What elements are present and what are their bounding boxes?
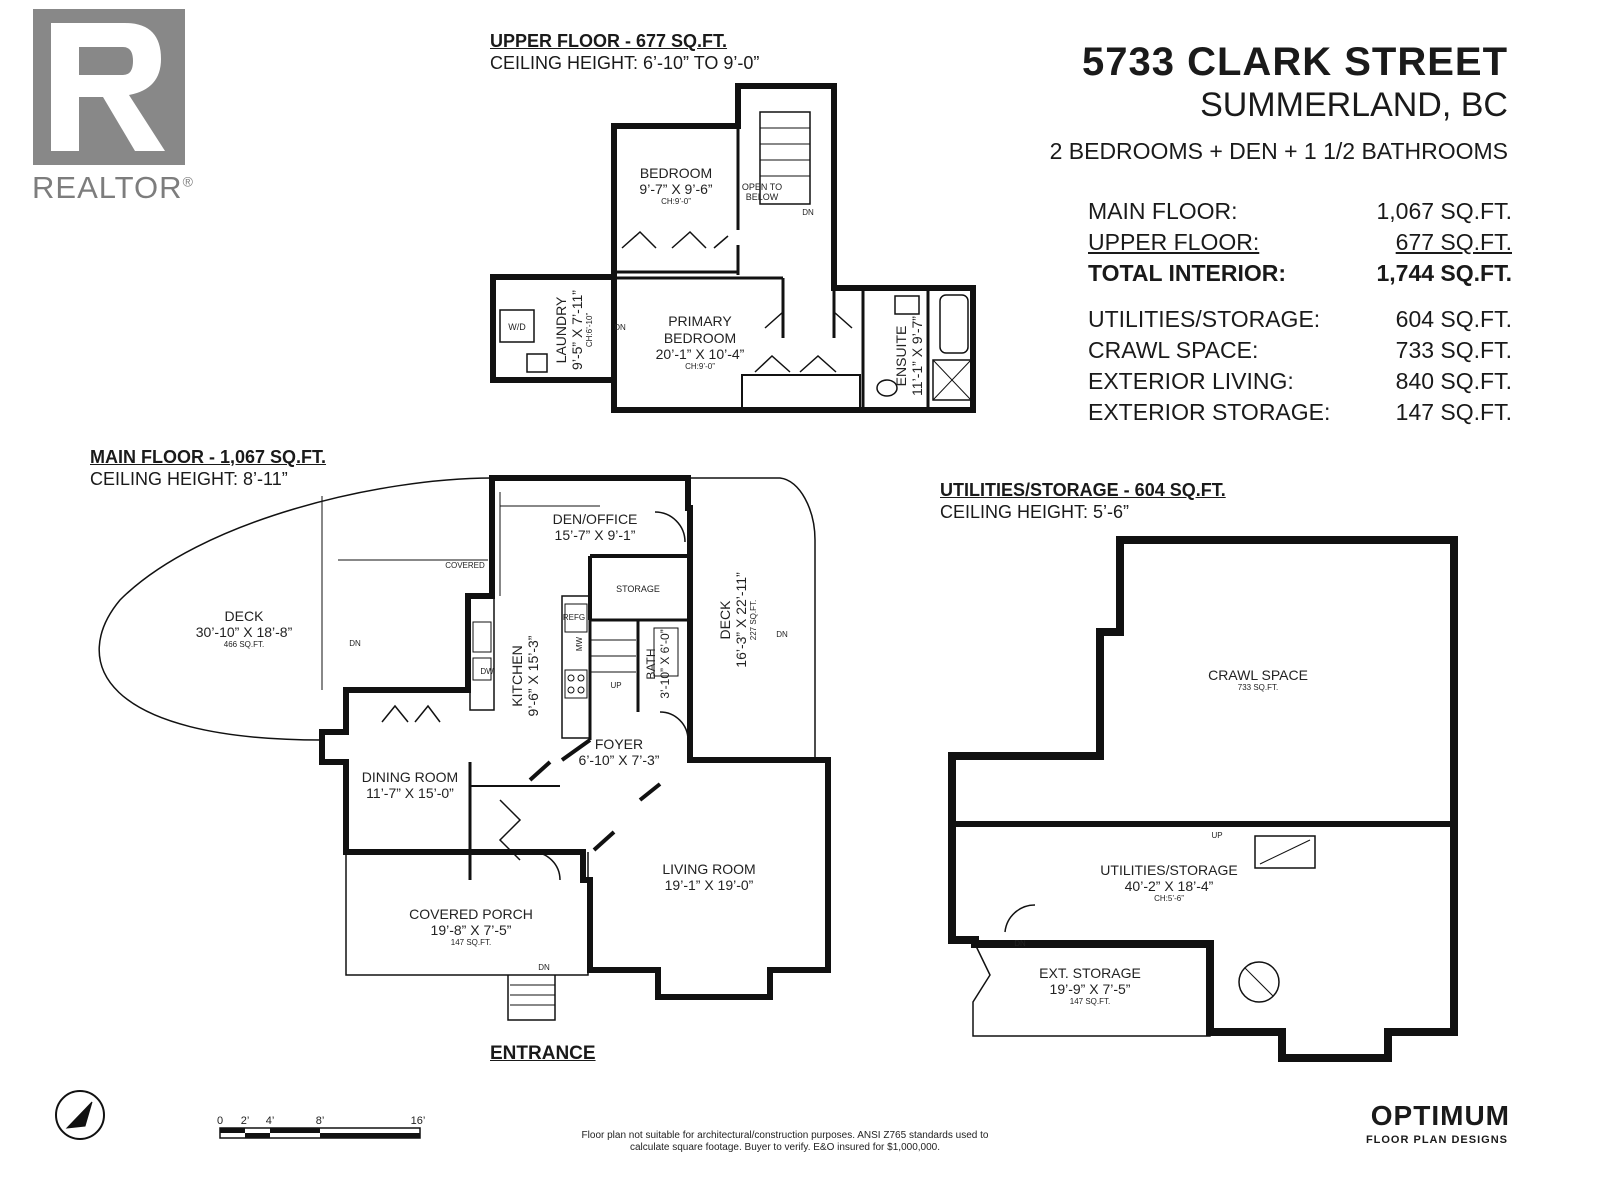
area-row-ext-storage: EXTERIOR STORAGE:147 SQ.FT. (1088, 399, 1512, 425)
label-crawl-up: UP (1211, 831, 1222, 840)
label-bedroom-ch: CH:9’-0” (661, 197, 691, 206)
label-deck-left: DECK (225, 608, 265, 624)
label-deck-left-area: 466 SQ.FT. (224, 640, 264, 649)
label-deck-left-dn: DN (349, 639, 361, 648)
label-living: LIVING ROOM (662, 861, 755, 877)
north-arrow-icon (55, 1090, 105, 1140)
label-utilities: UTILITIES/STORAGE (1100, 862, 1237, 878)
label-bedroom-dims: 9’-7” X 9’-6” (639, 181, 712, 197)
label-stair-up: UP (610, 681, 621, 690)
label-porch-area: 147 SQ.FT. (451, 938, 491, 947)
label-den: DEN/OFFICE (553, 511, 638, 527)
label-laundry-ch: CH:6’-10” (585, 313, 594, 348)
label-below: BELOW (746, 192, 779, 202)
property-address: 5733 CLARK STREET (1082, 40, 1508, 84)
scale-tick-0: 0 (217, 1115, 223, 1127)
label-ext-storage-dims: 19’-9” X 7’-5” (1050, 981, 1131, 997)
scale-bar (219, 1127, 421, 1139)
label-wd: W/D (508, 322, 526, 332)
label-ext-storage: EXT. STORAGE (1039, 965, 1141, 981)
area-row-upper: UPPER FLOOR:677 SQ.FT. (1088, 229, 1512, 255)
label-kitchen-dims: 9’-6” X 15’-3” (525, 635, 541, 716)
label-dining: DINING ROOM (362, 769, 458, 785)
label-deck-right: DECK (717, 600, 733, 640)
label-deck-right-area: 227 SQ.FT. (749, 600, 758, 640)
label-deck-right-dn: DN (776, 630, 788, 639)
area-row-utilities: UTILITIES/STORAGE:604 SQ.FT. (1088, 306, 1512, 332)
label-open-to: OPEN TO (742, 182, 782, 192)
scale-tick-16: 16’ (411, 1115, 426, 1127)
realtor-wordmark: REALTOR® (32, 170, 194, 205)
label-covered: COVERED (445, 561, 485, 570)
label-utilities-dims: 40’-2” X 18’-4” (1125, 878, 1214, 894)
upper-floor-heading: UPPER FLOOR - 677 SQ.FT. CEILING HEIGHT:… (490, 31, 760, 73)
label-utilities-ch: CH:5’-6” (1154, 894, 1184, 903)
scale-tick-2: 2’ (241, 1115, 250, 1127)
scale-tick-8: 8’ (316, 1115, 325, 1127)
utilities-floor-heading: UTILITIES/STORAGE - 604 SQ.FT. CEILING H… (940, 480, 1226, 522)
utilities-plan (948, 536, 1458, 1062)
label-bedroom: BEDROOM (640, 165, 712, 181)
entrance-label: ENTRANCE (490, 1043, 596, 1064)
label-bath-dims: 3’-10” X 6’-0” (658, 629, 672, 698)
label-primary-dims: 20’-1” X 10’-4” (656, 346, 745, 362)
label-primary-line1: PRIMARY (668, 313, 732, 329)
label-ensuite: ENSUITE (893, 326, 909, 387)
main-floor-heading: MAIN FLOOR - 1,067 SQ.FT. CEILING HEIGHT… (90, 447, 327, 489)
label-porch-dn: DN (538, 963, 550, 972)
label-primary-line2: BEDROOM (664, 330, 736, 346)
label-storage: STORAGE (616, 584, 660, 594)
label-ensuite-dims: 11’-1” X 9’-7” (909, 316, 925, 396)
area-row-total: TOTAL INTERIOR:1,744 SQ.FT. (1088, 260, 1512, 286)
label-porch: COVERED PORCH (409, 906, 533, 922)
area-row-crawl: CRAWL SPACE:733 SQ.FT. (1088, 337, 1512, 363)
label-foyer-dims: 6’-10” X 7’-3” (579, 752, 660, 768)
label-crawl-area: 733 SQ.FT. (1238, 683, 1278, 692)
label-living-dims: 19’-1” X 19’-0” (665, 877, 754, 893)
label-crawl: CRAWL SPACE (1208, 667, 1308, 683)
area-summary: MAIN FLOOR:1,067 SQ.FT. UPPER FLOOR:677 … (1088, 196, 1512, 428)
label-porch-dims: 19’-8” X 7’-5” (431, 922, 512, 938)
label-deck-right-dims: 16’-3” X 22’-11” (733, 572, 749, 668)
label-dw: DW (480, 667, 494, 676)
label-bath: BATH (644, 648, 658, 679)
area-row-main: MAIN FLOOR:1,067 SQ.FT. (1088, 198, 1512, 224)
label-dining-dims: 11’-7” X 15’-0” (366, 785, 454, 801)
label-deck-left-dims: 30’-10” X 18’-8” (196, 624, 293, 640)
scale-tick-4: 4’ (266, 1115, 275, 1127)
label-den-dims: 15’-7” X 9’-1” (555, 527, 636, 543)
property-city: SUMMERLAND, BC (1200, 86, 1508, 124)
label-foyer: FOYER (595, 736, 643, 752)
label-kitchen: KITCHEN (509, 645, 525, 706)
label-laundry: LAUNDRY (553, 296, 569, 363)
label-primary-ch: CH:9’-0” (685, 362, 715, 371)
realtor-r-icon (51, 23, 165, 151)
property-rooms-summary: 2 BEDROOMS + DEN + 1 1/2 BATHROOMS (1049, 138, 1508, 164)
label-laundry-dims: 9’-5” X 7’-11” (569, 290, 585, 370)
upper-floor-plan (490, 83, 976, 413)
label-stair-dn-upper: DN (802, 208, 814, 217)
label-refg: REFG (563, 613, 585, 622)
main-floor-plan (98, 475, 831, 1021)
label-mw: MW (575, 636, 584, 651)
label-ext-dn: DN (1014, 939, 1026, 948)
designer-logo-name: OPTIMUM (1370, 1100, 1510, 1131)
designer-logo-tagline: FLOOR PLAN DESIGNS (1365, 1134, 1508, 1146)
realtor-logo (33, 9, 185, 165)
area-row-ext-living: EXTERIOR LIVING:840 SQ.FT. (1088, 368, 1512, 394)
label-laundry-dn: DN (614, 323, 626, 332)
label-ext-storage-area: 147 SQ.FT. (1070, 997, 1110, 1006)
disclaimer: Floor plan not suitable for architectura… (581, 1130, 989, 1153)
